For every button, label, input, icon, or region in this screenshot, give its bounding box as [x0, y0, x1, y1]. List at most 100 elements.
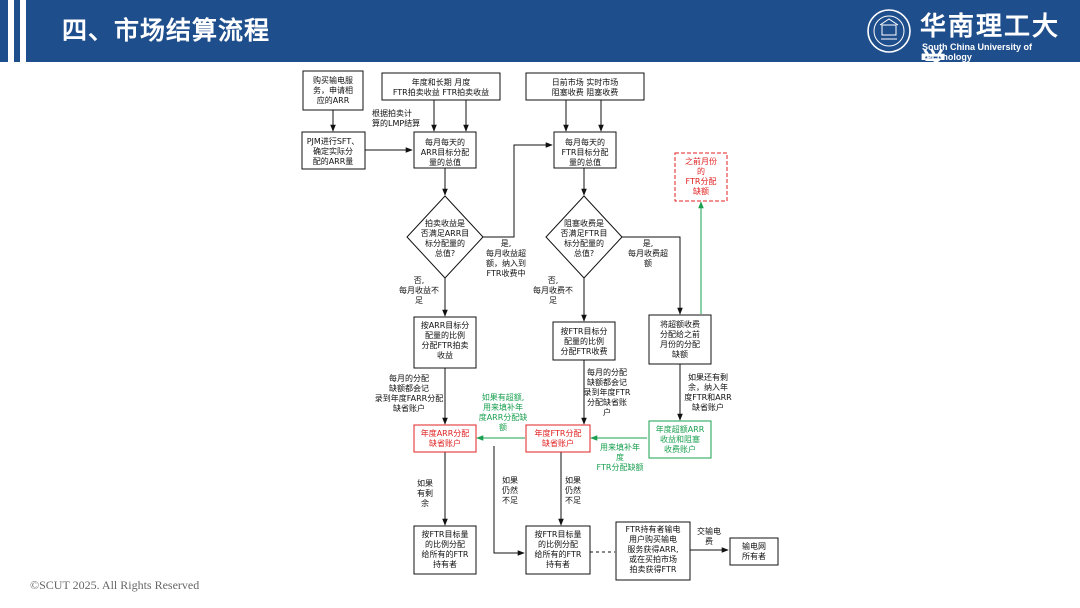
text-line: 余，纳入年 — [688, 382, 728, 392]
text-line: 年度ARR分配 — [421, 428, 470, 438]
sft-text: PJM进行SFT、确定实际分配的ARR量 — [307, 136, 360, 166]
text-line: 是, — [643, 239, 654, 248]
text-line: 度ARR分配缺 — [479, 412, 528, 422]
text-line: 交输电 — [697, 526, 721, 536]
auction-decision-text: 拍卖收益是否满足ARR目标分配量的总值? — [421, 218, 470, 258]
text-line: 标分配量的 — [564, 238, 604, 248]
no-congestion-label: 否,每月收费不足 — [533, 276, 573, 305]
header-bar: 四、市场结算流程 华南理工大学 South China University o… — [0, 0, 1080, 79]
auction-revenue-decision — [406, 195, 484, 279]
text-line: 分配给之前 — [660, 329, 700, 339]
arr-shortage-label: 每月的分配缺额都会记录到年度FARR分配缺省账户 — [375, 373, 443, 413]
copyright-text: ©SCUT 2025. All Rights Reserved — [30, 578, 200, 592]
university-logo-chinese: 华南理工大学 — [920, 12, 1061, 79]
annual-ftr-account-box — [525, 424, 591, 453]
text-line: 持有者 — [433, 559, 457, 569]
text-line: 拍卖收益是 — [425, 218, 465, 228]
text-line: 户 — [603, 407, 611, 417]
annual-arr-account-text: 年度ARR分配缺省账户 — [421, 428, 470, 448]
text-line: 余 — [421, 498, 429, 508]
text-line: 购买输电服 — [313, 75, 353, 85]
congestion-charge-decision — [545, 195, 623, 279]
if-still-short-label-1: 如果仍然不足 — [502, 475, 518, 505]
if-remaining-label: 如果有剩余 — [417, 478, 433, 508]
text-line: 录到年度FARR分配 — [375, 393, 443, 403]
buy-transmission-text: 购买输电服务，申请相应的ARR — [313, 75, 353, 105]
text-line: 足 — [549, 296, 557, 305]
text-line: 如果有超额, — [482, 392, 525, 402]
ftr-holder-box — [615, 521, 691, 581]
text-line: 月份的分配 — [660, 339, 700, 349]
text-line: 每月的分配 — [587, 367, 627, 377]
text-line: 缺额 — [693, 186, 709, 196]
final-allocation-box-1 — [413, 525, 477, 575]
text-line: 否满足ARR目 — [421, 228, 470, 238]
text-line: 缺省账户 — [429, 438, 461, 448]
text-line: 分配缺省账 — [587, 397, 627, 407]
text-line: 收费账户 — [664, 444, 696, 454]
text-line: 将超额收费 — [660, 319, 700, 329]
text-line: 缺省账户 — [692, 402, 724, 412]
text-line: 的比例分配 — [425, 539, 465, 549]
text-line: 阻塞收费是 — [564, 218, 604, 228]
text-line: 如果 — [565, 475, 581, 485]
text-line: 输电网 — [742, 541, 766, 551]
university-seal-icon — [867, 9, 911, 53]
pay-transmission-fee-label: 交输电费 — [697, 526, 721, 546]
text-line: 务，申请相 — [313, 85, 353, 95]
text-line: 缺额 — [672, 349, 688, 359]
text-line: FTR分配缺额 — [597, 462, 644, 472]
text-line: 持有者 — [546, 559, 570, 569]
text-line: 足 — [415, 296, 423, 305]
ftr-holder-text: FTR持有者输电用户购买输电服务获得ARR,或在买拍市场拍卖获得FTR — [626, 524, 681, 574]
text-line: 量的总值 — [569, 157, 601, 167]
text-line: 额，纳入到 — [486, 258, 526, 268]
congestion-charge-box — [525, 72, 645, 101]
text-line: 仍然 — [565, 485, 581, 495]
text-line: 量的总值 — [429, 157, 461, 167]
university-logo-english: South China University of Technology — [922, 42, 1033, 62]
excess-allocation-text: 将超额收费分配给之前月份的分配缺额 — [660, 319, 700, 359]
text-line: 每月收费超 — [628, 248, 668, 258]
yes-congestion-label: 是,每月收费超额 — [628, 239, 668, 268]
text-line: 按FTR目标分 — [561, 326, 608, 336]
text-line: FTR收费中 — [487, 268, 526, 278]
text-line: 缺省账户 — [542, 438, 574, 448]
if-still-short-label-2: 如果仍然不足 — [565, 475, 581, 505]
text-line: 仍然 — [502, 485, 518, 495]
fill-arr-shortage-label: 如果有超额,用来填补年度ARR分配缺额 — [479, 392, 528, 432]
text-line: 年度FTR分配 — [535, 428, 582, 438]
text-line: 否满足FTR目 — [561, 228, 608, 238]
text-line: 年度和长期 月度 — [412, 77, 471, 87]
text-line: FTR目标分配 — [562, 147, 609, 157]
text-line: 录到年度FTR — [584, 387, 631, 397]
text-line: 确定实际分 — [313, 146, 353, 156]
text-line: 缺额都会记 — [587, 377, 627, 387]
text-line: 用户购买输电 — [629, 534, 677, 544]
text-line: 用来填补年 — [483, 402, 523, 412]
ftr-allocation-text: 按FTR目标分配量的比例分配FTR收费 — [561, 326, 608, 356]
text-line: 之前月份 — [685, 156, 717, 166]
text-line: 给所有的FTR — [535, 549, 582, 559]
text-line: 算的LMP结算 — [372, 118, 420, 128]
buy-transmission-box — [302, 70, 364, 111]
sft-box — [301, 131, 366, 170]
text-line: 给所有的FTR — [422, 549, 469, 559]
text-line: 额 — [644, 258, 652, 268]
text-line: 日前市场 实时市场 — [552, 77, 619, 87]
text-line: 如果还有剩 — [688, 372, 728, 382]
arr-allocation-text: 按ARR目标分配量的比例分配FTR拍卖收益 — [421, 320, 470, 360]
text-line: PJM进行SFT、 — [307, 136, 360, 146]
annual-excess-account-box — [648, 420, 712, 459]
text-line: 缺额都会记 — [389, 383, 429, 393]
text-line: 不足 — [502, 496, 518, 505]
text-line: 按FTR目标量 — [535, 529, 582, 539]
